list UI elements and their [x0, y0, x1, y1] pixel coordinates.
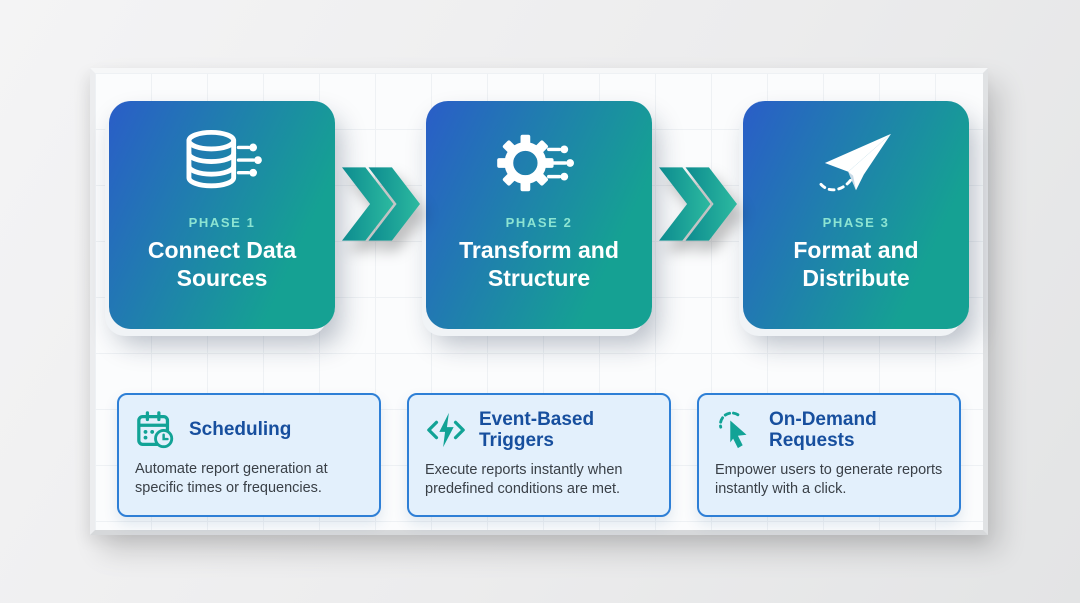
paper-plane-icon: [813, 121, 899, 205]
lightning-code-icon: [425, 409, 467, 451]
phase-title: Connect Data Sources: [147, 237, 297, 292]
phases-row: PHASE 1 Connect Data Sources: [109, 101, 969, 329]
feature-card-on-demand-requests: On-Demand Requests Empower users to gene…: [697, 393, 961, 517]
phase-label: PHASE 2: [505, 215, 573, 230]
feature-description: Automate report generation at specific t…: [135, 461, 328, 497]
feature-description: Execute reports instantly when predefine…: [425, 461, 623, 497]
feature-card-event-based-triggers: Event-Based Triggers Execute reports ins…: [407, 393, 671, 517]
feature-card-scheduling: Scheduling Automate report generation at…: [117, 393, 381, 517]
whiteboard-panel: PHASE 1 Connect Data Sources: [90, 68, 988, 535]
feature-head: Event-Based Triggers: [425, 409, 653, 452]
phase-card-format-and-distribute: PHASE 3 Format and Distribute: [743, 101, 969, 329]
calendar-clock-icon: [135, 409, 177, 451]
feature-title: Event-Based Triggers: [479, 409, 595, 452]
click-cursor-icon: [715, 409, 757, 451]
chevron-arrow-icon: [658, 166, 737, 255]
phase-card-connect-data-sources: PHASE 1 Connect Data Sources: [109, 101, 335, 329]
feature-head: On-Demand Requests: [715, 409, 943, 452]
phase-label: PHASE 1: [188, 215, 256, 230]
feature-head: Scheduling: [135, 409, 363, 451]
phase-title: Format and Distribute: [793, 237, 919, 292]
gear-circuit-icon: [496, 121, 582, 205]
phase-label: PHASE 3: [822, 215, 890, 230]
feature-title: Scheduling: [189, 419, 292, 441]
chevron-arrow-icon: [341, 166, 420, 255]
phase-title: Transform and Structure: [459, 237, 619, 292]
features-row: Scheduling Automate report generation at…: [117, 393, 961, 517]
phase-card-transform-and-structure: PHASE 2 Transform and Structure: [426, 101, 652, 329]
feature-description: Empower users to generate reports instan…: [715, 461, 943, 497]
database-circuit-icon: [179, 121, 265, 205]
feature-title: On-Demand Requests: [769, 409, 877, 452]
